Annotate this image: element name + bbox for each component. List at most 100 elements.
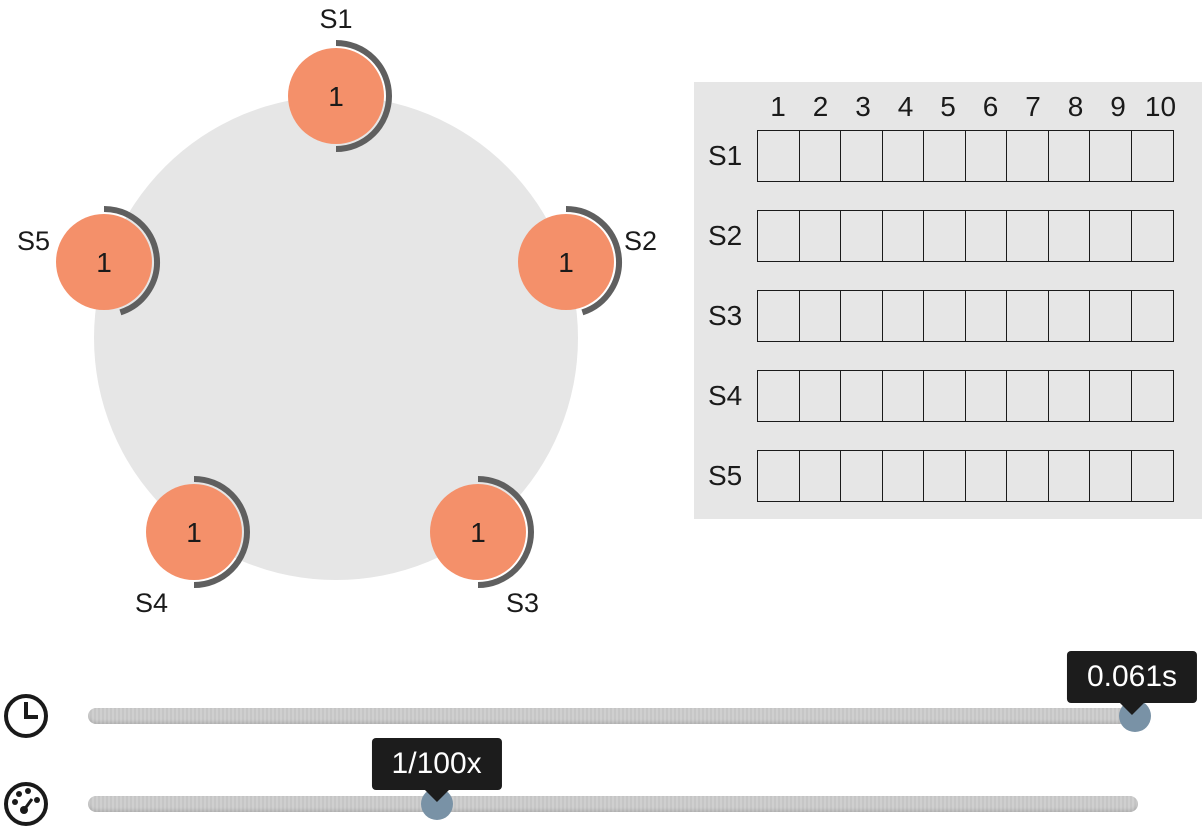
log-entry-cell[interactable]: [964, 210, 1008, 262]
server-node[interactable]: 1S4: [135, 476, 250, 618]
log-entry-cell[interactable]: [1006, 450, 1049, 502]
server-node[interactable]: 1 S5: [17, 206, 160, 316]
log-entry-cell[interactable]: [1089, 370, 1132, 422]
log-entry-cell[interactable]: [1006, 370, 1049, 422]
server-circle[interactable]: [288, 48, 384, 144]
log-entry-cell[interactable]: [840, 130, 883, 182]
log-entry-cell[interactable]: [798, 450, 842, 502]
log-row-label: S1: [708, 140, 743, 171]
log-entry-cell[interactable]: [757, 210, 800, 262]
log-entry-cell[interactable]: [923, 130, 966, 182]
log-entry-cell[interactable]: [1130, 290, 1174, 342]
log-entry-cell[interactable]: [840, 370, 883, 422]
log-entry-cell[interactable]: [840, 450, 883, 502]
log-entry-cell[interactable]: [1047, 130, 1091, 182]
log-column-header: 6: [982, 91, 999, 122]
server-label: S3: [506, 588, 539, 618]
server-circle[interactable]: [518, 214, 614, 310]
time-slider-tooltip: 0.061s: [1066, 651, 1198, 715]
log-column-header: 2: [812, 91, 829, 122]
log-entry-cell[interactable]: [1006, 290, 1049, 342]
log-entry-cell[interactable]: [964, 290, 1008, 342]
server-label: S4: [135, 588, 168, 618]
log-row: [757, 290, 1179, 342]
log-column-header: 4: [897, 91, 914, 122]
speed-value: 1/100x: [391, 747, 482, 780]
log-entry-cell[interactable]: [1047, 370, 1091, 422]
log-entry-cell[interactable]: [881, 450, 925, 502]
log-row: [757, 210, 1179, 262]
log-row-label: S2: [708, 220, 743, 251]
log-row-label: S4: [708, 380, 743, 411]
server-node[interactable]: 1S3: [430, 476, 539, 618]
election-timeout-arc: [335, 40, 392, 152]
log-entry-cell[interactable]: [881, 370, 925, 422]
log-column-header: 10: [1144, 91, 1177, 122]
time-slider-track[interactable]: [88, 700, 1151, 732]
log-entry-cell[interactable]: [798, 370, 842, 422]
log-column-header: 8: [1067, 91, 1084, 122]
log-entry-cell[interactable]: [798, 210, 842, 262]
server-circle[interactable]: [430, 484, 526, 580]
log-entry-cell[interactable]: [964, 370, 1008, 422]
log-entry-cell[interactable]: [881, 290, 925, 342]
log-row: [757, 450, 1179, 502]
speedometer-icon: [4, 782, 48, 826]
election-timeout-arc: [193, 476, 250, 588]
server-label: S1: [319, 4, 352, 34]
log-row: [757, 370, 1179, 422]
election-timeout-arc: [565, 206, 622, 316]
server-node[interactable]: 1S1: [288, 4, 392, 152]
election-timeout-arc: [477, 476, 534, 588]
log-entry-cell[interactable]: [798, 290, 842, 342]
log-entry-cell[interactable]: [1089, 450, 1132, 502]
log-entry-cell[interactable]: [1006, 210, 1049, 262]
ring-background: [94, 96, 578, 580]
log-entry-cell[interactable]: [798, 130, 842, 182]
server-label: S5: [17, 226, 50, 256]
log-entry-cell[interactable]: [881, 210, 925, 262]
log-entry-cell[interactable]: [1130, 130, 1174, 182]
log-row-label: S3: [708, 300, 743, 331]
log-entry-cell[interactable]: [881, 130, 925, 182]
log-entry-cell[interactable]: [1130, 210, 1174, 262]
log-entry-cell[interactable]: [757, 130, 800, 182]
log-entry-cell[interactable]: [923, 290, 966, 342]
log-column-header: 5: [940, 91, 956, 122]
server-circle[interactable]: [56, 214, 152, 310]
log-entry-cell[interactable]: [757, 450, 800, 502]
speed-slider-track[interactable]: [88, 788, 1138, 820]
log-column-header: 7: [1025, 91, 1041, 122]
log-row-label: S5: [708, 460, 743, 491]
server-term: 1: [96, 247, 112, 278]
log-entry-cell[interactable]: [757, 370, 800, 422]
log-column-header: 1: [770, 91, 786, 122]
log-column-header: 3: [855, 91, 871, 122]
log-entry-cell[interactable]: [840, 290, 883, 342]
server-term: 1: [470, 517, 486, 548]
server-node[interactable]: 1S2: [518, 206, 657, 316]
log-entry-cell[interactable]: [1047, 450, 1091, 502]
log-entry-cell[interactable]: [1047, 290, 1091, 342]
log-entry-cell[interactable]: [964, 130, 1008, 182]
log-entry-cell[interactable]: [923, 370, 966, 422]
log-entry-cell[interactable]: [1006, 130, 1049, 182]
server-circle[interactable]: [146, 484, 242, 580]
log-entry-cell[interactable]: [1130, 450, 1174, 502]
log-entry-cell[interactable]: [840, 210, 883, 262]
log-entry-cell[interactable]: [1089, 130, 1132, 182]
log-entry-cell[interactable]: [1089, 210, 1132, 262]
log-entry-cell[interactable]: [1130, 370, 1174, 422]
log-entry-cell[interactable]: [757, 290, 800, 342]
log-entry-cell[interactable]: [923, 450, 966, 502]
clock-icon: [4, 694, 48, 738]
log-column-header: 9: [1110, 91, 1126, 122]
log-entry-cell[interactable]: [964, 450, 1008, 502]
server-term: 1: [186, 517, 202, 548]
log-entry-cell[interactable]: [1089, 290, 1132, 342]
log-entry-cell[interactable]: [1047, 210, 1091, 262]
log-entry-cell[interactable]: [923, 210, 966, 262]
election-timeout-arc: [103, 206, 160, 316]
